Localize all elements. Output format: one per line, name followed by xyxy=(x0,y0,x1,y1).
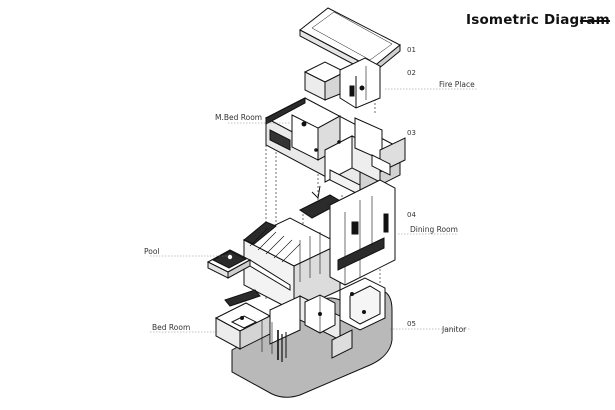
label-leaders xyxy=(150,88,478,333)
label-fire-place: Fire Place xyxy=(439,80,475,89)
label-m-bed-room: M.Bed Room xyxy=(215,113,263,122)
level-03-floor xyxy=(264,97,406,196)
level-number-02: 02 xyxy=(407,69,416,77)
level-number-05: 05 xyxy=(407,320,416,328)
label-pool: Pool xyxy=(144,247,160,256)
label-dining-room: Dining Room xyxy=(410,225,458,234)
level-01-roof xyxy=(299,7,401,76)
diagram-title: Isometric Diagram xyxy=(466,12,610,28)
level-number-03: 03 xyxy=(407,129,416,137)
label-bed-room: Bed Room xyxy=(152,323,191,332)
level-02-fireplace xyxy=(303,57,381,109)
level-05-floor xyxy=(214,277,386,362)
level-number-01: 01 xyxy=(407,46,416,54)
pool xyxy=(206,249,291,291)
title-underline xyxy=(580,20,610,22)
level-number-04: 04 xyxy=(407,211,416,219)
label-janitor: Janitor xyxy=(442,325,467,334)
